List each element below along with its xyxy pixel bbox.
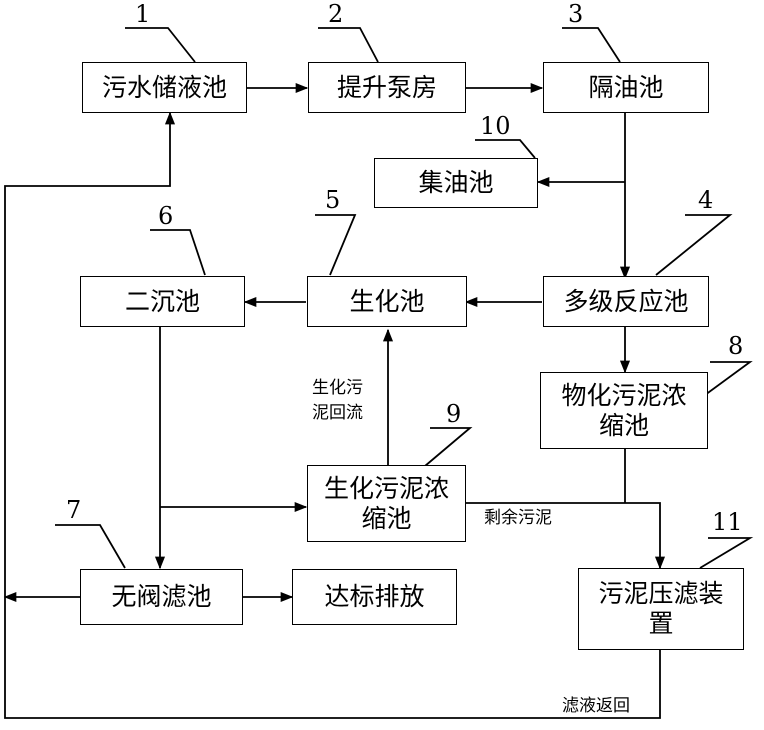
box-bio-sludge-thickener: 生化污泥浓 缩池 [307,465,466,542]
leader-9 [424,427,473,467]
edge-label-line1: 生化污 [312,378,363,398]
box-label: 生化污泥浓 缩池 [324,474,449,534]
label-8: 8 [728,332,744,360]
box-multistage-reaction-tank: 多级反应池 [543,276,709,327]
edge-label-sludge-return: 生化污 泥回流 [312,376,363,425]
label-6: 6 [158,202,174,230]
box-discharge: 达标排放 [292,569,457,625]
label-11: 11 [712,508,743,536]
box-label: 达标排放 [324,582,425,611]
edge-label-excess-sludge: 剩余污泥 [484,508,552,528]
label-7: 7 [66,496,82,524]
box-label: 提升泵房 [336,72,437,102]
label-3: 3 [568,0,584,28]
box-label-line2: 缩池 [598,410,649,440]
flow-to-11 [465,502,666,570]
leader-10 [475,139,536,159]
label-10: 10 [480,112,511,140]
box-lift-pump-house: 提升泵房 [308,62,466,113]
leader-5 [315,214,357,276]
box-valveless-filter: 无阀滤池 [80,569,243,625]
leader-1 [125,27,196,63]
box-label: 二沉池 [124,286,200,316]
box-label: 多级反应池 [563,286,689,316]
box-label: 污水储液池 [101,72,227,102]
leader-6 [150,229,206,276]
box-label: 污泥压滤装 置 [598,579,723,639]
box-label-line2: 置 [648,609,674,638]
box-label-line2: 缩池 [361,503,412,533]
leader-8 [704,361,753,396]
leader-2 [318,27,379,63]
box-label: 无阀滤池 [111,582,212,611]
box-biochemical-tank: 生化池 [307,276,467,327]
box-label-line1: 生化污泥浓 [323,473,449,503]
box-oil-separator: 隔油池 [543,62,709,113]
edge-label-line2: 泥回流 [312,402,363,423]
label-9: 9 [446,400,462,428]
box-sludge-filter-press: 污泥压滤装 置 [578,568,744,650]
box-oil-collection-tank: 集油池 [374,158,538,208]
box-physchem-sludge-thickener: 物化污泥浓 缩池 [540,372,708,449]
leader-11 [699,537,754,569]
label-1: 1 [135,0,151,28]
box-label-line1: 污泥压滤装 [598,579,724,608]
box-secondary-clarifier: 二沉池 [80,276,245,327]
leader-3 [562,27,621,63]
filtrate-return-line [4,111,661,719]
box-label: 集油池 [418,168,494,197]
leader-7 [55,524,126,569]
label-4: 4 [698,186,714,214]
label-2: 2 [328,0,344,28]
box-label: 生化池 [349,286,425,316]
edge-label-filtrate-return: 滤液返回 [562,696,630,716]
box-sewage-storage-tank: 污水储液池 [82,62,247,113]
box-label: 物化污泥浓 缩池 [561,381,686,441]
label-5: 5 [325,186,341,214]
leader-4 [655,214,733,276]
box-label-line1: 物化污泥浓 [561,380,687,410]
box-label: 隔油池 [588,72,664,102]
